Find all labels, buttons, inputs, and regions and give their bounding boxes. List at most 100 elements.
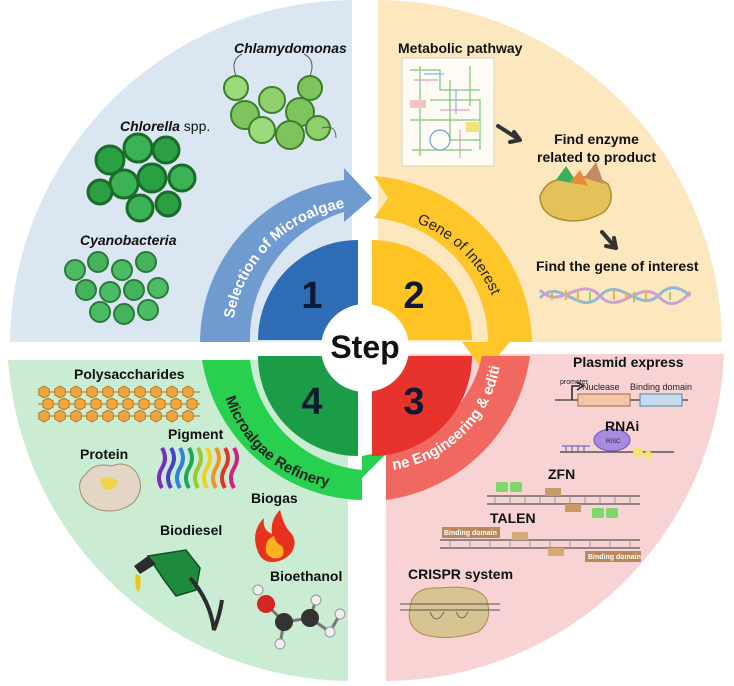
- chlorella-label: Chlorella spp.: [120, 118, 210, 134]
- hexagon-unit: [54, 409, 66, 423]
- hexagon-unit: [58, 397, 70, 411]
- pigment-strand: [211, 446, 221, 490]
- biogas-label: Biogas: [251, 490, 298, 506]
- hexagon-unit: [118, 409, 130, 423]
- plasmid-construct-illustration: [555, 381, 688, 407]
- promoter-label: promoter: [560, 379, 589, 386]
- protein-label: Protein: [80, 446, 129, 462]
- pigment-strand: [202, 446, 212, 490]
- chlorella-suffix: spp.: [179, 118, 211, 134]
- hexagon-unit: [70, 409, 82, 423]
- hexagon-unit: [134, 385, 146, 399]
- crispr-system-label: CRISPR system: [408, 566, 514, 582]
- hexagon-unit: [86, 409, 98, 423]
- step-1-number: 1: [301, 275, 322, 317]
- arrow-to-gene-icon: [600, 230, 618, 250]
- hexagon-unit: [70, 385, 82, 399]
- pigment-strand: [229, 446, 239, 490]
- rnai-illustration: [560, 428, 674, 459]
- step-4-number: 4: [301, 381, 322, 423]
- step-4-sector: [258, 356, 358, 456]
- hexagon-unit: [150, 385, 162, 399]
- find-enzyme-line-2: related to product: [537, 149, 657, 165]
- hexagon-unit: [138, 397, 150, 411]
- hexagon-unit: [38, 409, 50, 423]
- hexagon-unit: [186, 397, 198, 411]
- pigment-strand: [220, 446, 230, 490]
- hexagon-unit: [42, 397, 54, 411]
- hexagon-unit: [154, 397, 166, 411]
- ring-arrow-4: [202, 360, 390, 500]
- talen-label: TALEN: [490, 510, 536, 526]
- hexagon-unit: [106, 397, 118, 411]
- talen-binding-domain-left: Binding domain: [444, 530, 497, 537]
- biodiesel-fuel-nozzle-icon: [134, 549, 224, 631]
- risc-label: RISC: [606, 439, 621, 445]
- pigment-strand: [184, 446, 194, 490]
- center-circle: [321, 304, 409, 392]
- hexagon-unit: [74, 397, 86, 411]
- hexagon-unit: [122, 397, 134, 411]
- zfn-label: ZFN: [548, 466, 576, 482]
- bioethanol-molecule-icon: [252, 584, 346, 650]
- cyanobacteria-label: Cyanobacteria: [80, 232, 177, 248]
- hexagon-unit: [102, 409, 114, 423]
- step-2-number: 2: [403, 275, 424, 317]
- talen-illustration: [440, 527, 641, 562]
- zfn-illustration: [487, 482, 640, 518]
- hexagon-unit: [182, 385, 194, 399]
- polysaccharides-label: Polysaccharides: [74, 366, 185, 382]
- find-enzyme-label: Find enzyme related to product: [537, 130, 656, 166]
- polysaccharides-hexagon-units: [38, 385, 198, 423]
- center-title: Step: [330, 329, 399, 365]
- find-enzyme-line-1: Find enzyme: [554, 131, 639, 147]
- ring-arrow-3: [386, 356, 530, 500]
- protein-structure-illustration: [79, 463, 141, 512]
- chlorella-cluster-illustration: [86, 132, 197, 223]
- metabolic-pathway-map-illustration: [401, 57, 495, 167]
- step-2-sector: [372, 240, 472, 340]
- step-3-sector: [372, 356, 472, 456]
- hexagon-unit: [170, 397, 182, 411]
- chlorella-genus: Chlorella: [120, 118, 180, 134]
- pigment-strand: [166, 446, 176, 490]
- plasmid-express-label: Plasmid express: [573, 354, 684, 370]
- hexagon-unit: [118, 385, 130, 399]
- pigment-strand: [175, 446, 185, 490]
- hexagon-unit: [38, 385, 50, 399]
- ring-arrow-1: [200, 168, 372, 342]
- pigment-strand: [157, 446, 167, 490]
- chlamydomonas-label: Chlamydomonas: [234, 40, 347, 56]
- step-3-number: 3: [403, 381, 424, 423]
- find-gene-label: Find the gene of interest: [536, 258, 699, 274]
- biogas-flame-icon: [255, 510, 295, 562]
- pigment-spectrum-illustration: [157, 446, 239, 490]
- pigment-strand: [193, 446, 203, 490]
- rnai-label: RNAi: [605, 418, 640, 434]
- chlamydomonas-cluster-illustration: [223, 53, 337, 150]
- ring-arrow-2: [374, 176, 532, 372]
- cyanobacteria-cluster-illustration: [64, 251, 169, 325]
- biodiesel-label: Biodiesel: [160, 522, 223, 538]
- hexagon-unit: [166, 409, 178, 423]
- pigment-label: Pigment: [168, 426, 224, 442]
- hexagon-unit: [182, 409, 194, 423]
- dna-helix-illustration: [538, 286, 692, 305]
- bioethanol-label: Bioethanol: [270, 568, 343, 584]
- hexagon-unit: [86, 385, 98, 399]
- enzyme-structure-illustration: [539, 162, 612, 222]
- hexagon-unit: [90, 397, 102, 411]
- hexagon-unit: [102, 385, 114, 399]
- step-1-sector: [258, 240, 358, 340]
- hexagon-unit: [134, 409, 146, 423]
- binding-domain-label: Binding domain: [630, 382, 692, 392]
- hexagon-unit: [166, 385, 178, 399]
- arrow-to-enzyme-icon: [496, 124, 522, 144]
- metabolic-pathway-label: Metabolic pathway: [398, 40, 523, 56]
- nuclease-label: Nuclease: [582, 382, 620, 392]
- hexagon-unit: [54, 385, 66, 399]
- talen-binding-domain-right: Binding domain: [588, 554, 641, 561]
- crispr-system-illustration: [400, 586, 500, 638]
